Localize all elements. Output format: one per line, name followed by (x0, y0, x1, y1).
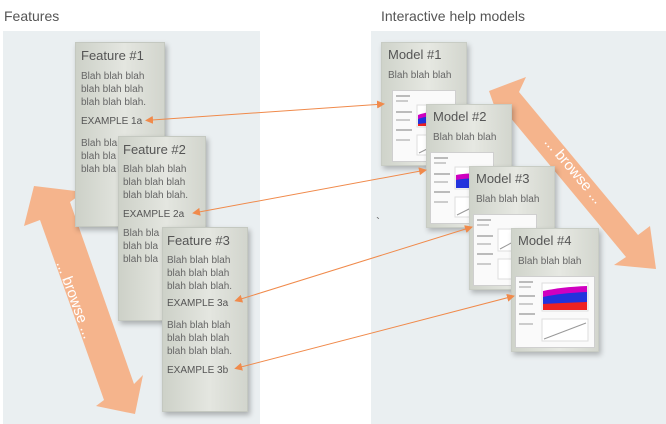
feature-example-3b[interactable]: EXAMPLE 3b (167, 365, 229, 376)
model-card-4[interactable]: Model #4 Blah blah blah (511, 228, 599, 352)
model-text-1: Blah blah blah (388, 70, 452, 81)
feature-title-1: Feature #1 (81, 48, 144, 63)
model-title-1: Model #1 (388, 47, 442, 62)
feature-title-2: Feature #2 (123, 142, 186, 157)
model-text-4: Blah blah blah (518, 256, 582, 267)
model-title-2: Model #2 (433, 109, 487, 124)
model-chart-icon-4 (519, 281, 589, 342)
stray-mark: ` (376, 215, 380, 229)
feature-example-1a[interactable]: EXAMPLE 1a (81, 116, 143, 127)
model-title-3: Model #3 (476, 171, 530, 186)
model-text-3: Blah blah blah (476, 194, 540, 205)
model-text-2: Blah blah blah (433, 132, 497, 143)
features-column-title: Features (4, 8, 60, 24)
link-1a-model-1 (145, 100, 385, 124)
model-title-4: Model #4 (518, 233, 572, 248)
feature-example-3a[interactable]: EXAMPLE 3a (167, 298, 229, 309)
feature-title-3: Feature #3 (167, 233, 230, 248)
link-3b-model-4 (234, 293, 515, 371)
models-column-title: Interactive help models (381, 8, 525, 24)
link-2a-model-2 (192, 167, 427, 216)
link-3a-model-3 (234, 225, 473, 303)
model-thumbnail-4[interactable] (515, 276, 595, 348)
feature-example-2a[interactable]: EXAMPLE 2a (123, 209, 185, 220)
